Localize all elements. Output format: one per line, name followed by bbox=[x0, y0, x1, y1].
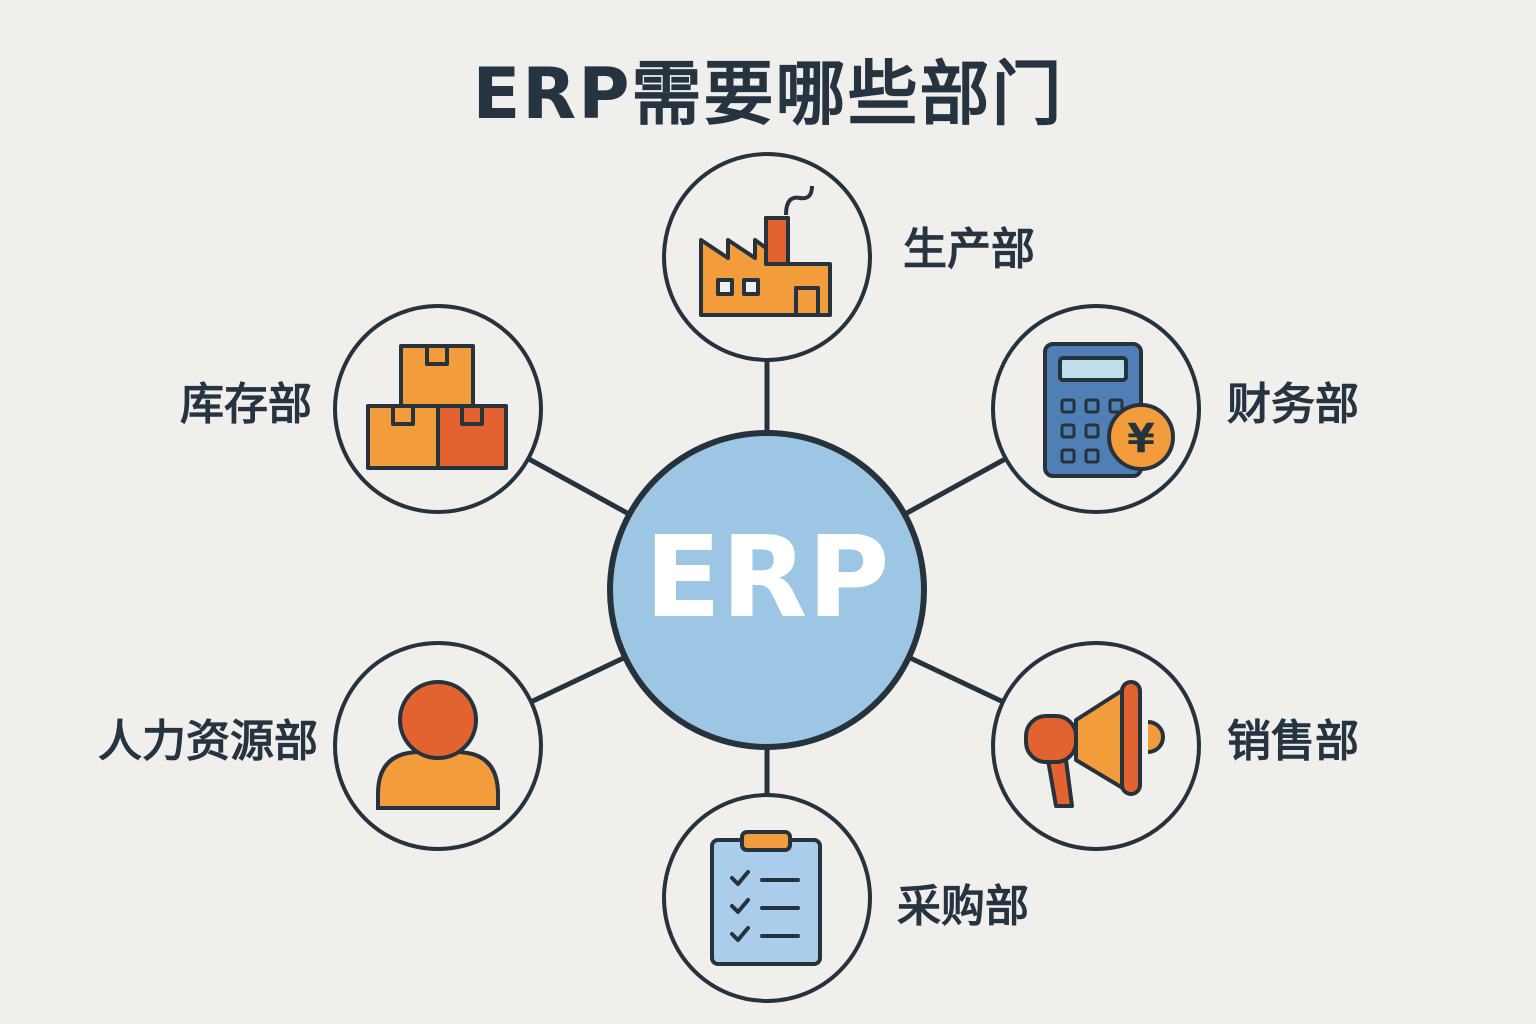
svg-text:¥: ¥ bbox=[1127, 416, 1155, 462]
clipboard-checklist-icon bbox=[710, 830, 822, 966]
page-title: ERP需要哪些部门 bbox=[472, 53, 1064, 135]
label-hr: 人力资源部 bbox=[98, 716, 318, 767]
factory-icon bbox=[699, 185, 832, 317]
label-production: 生产部 bbox=[903, 224, 1035, 275]
label-sales: 销售部 bbox=[1227, 716, 1359, 767]
megaphone-icon bbox=[1024, 680, 1165, 808]
person-icon bbox=[376, 680, 500, 810]
label-inventory: 库存部 bbox=[180, 379, 312, 430]
erp-center-circle bbox=[607, 430, 927, 750]
label-purchase: 采购部 bbox=[897, 881, 1029, 932]
calculator-yen-icon: ¥ bbox=[1043, 342, 1175, 478]
label-finance: 财务部 bbox=[1227, 379, 1359, 430]
erp-center-label: ERP bbox=[644, 513, 890, 643]
boxes-icon bbox=[366, 344, 508, 470]
